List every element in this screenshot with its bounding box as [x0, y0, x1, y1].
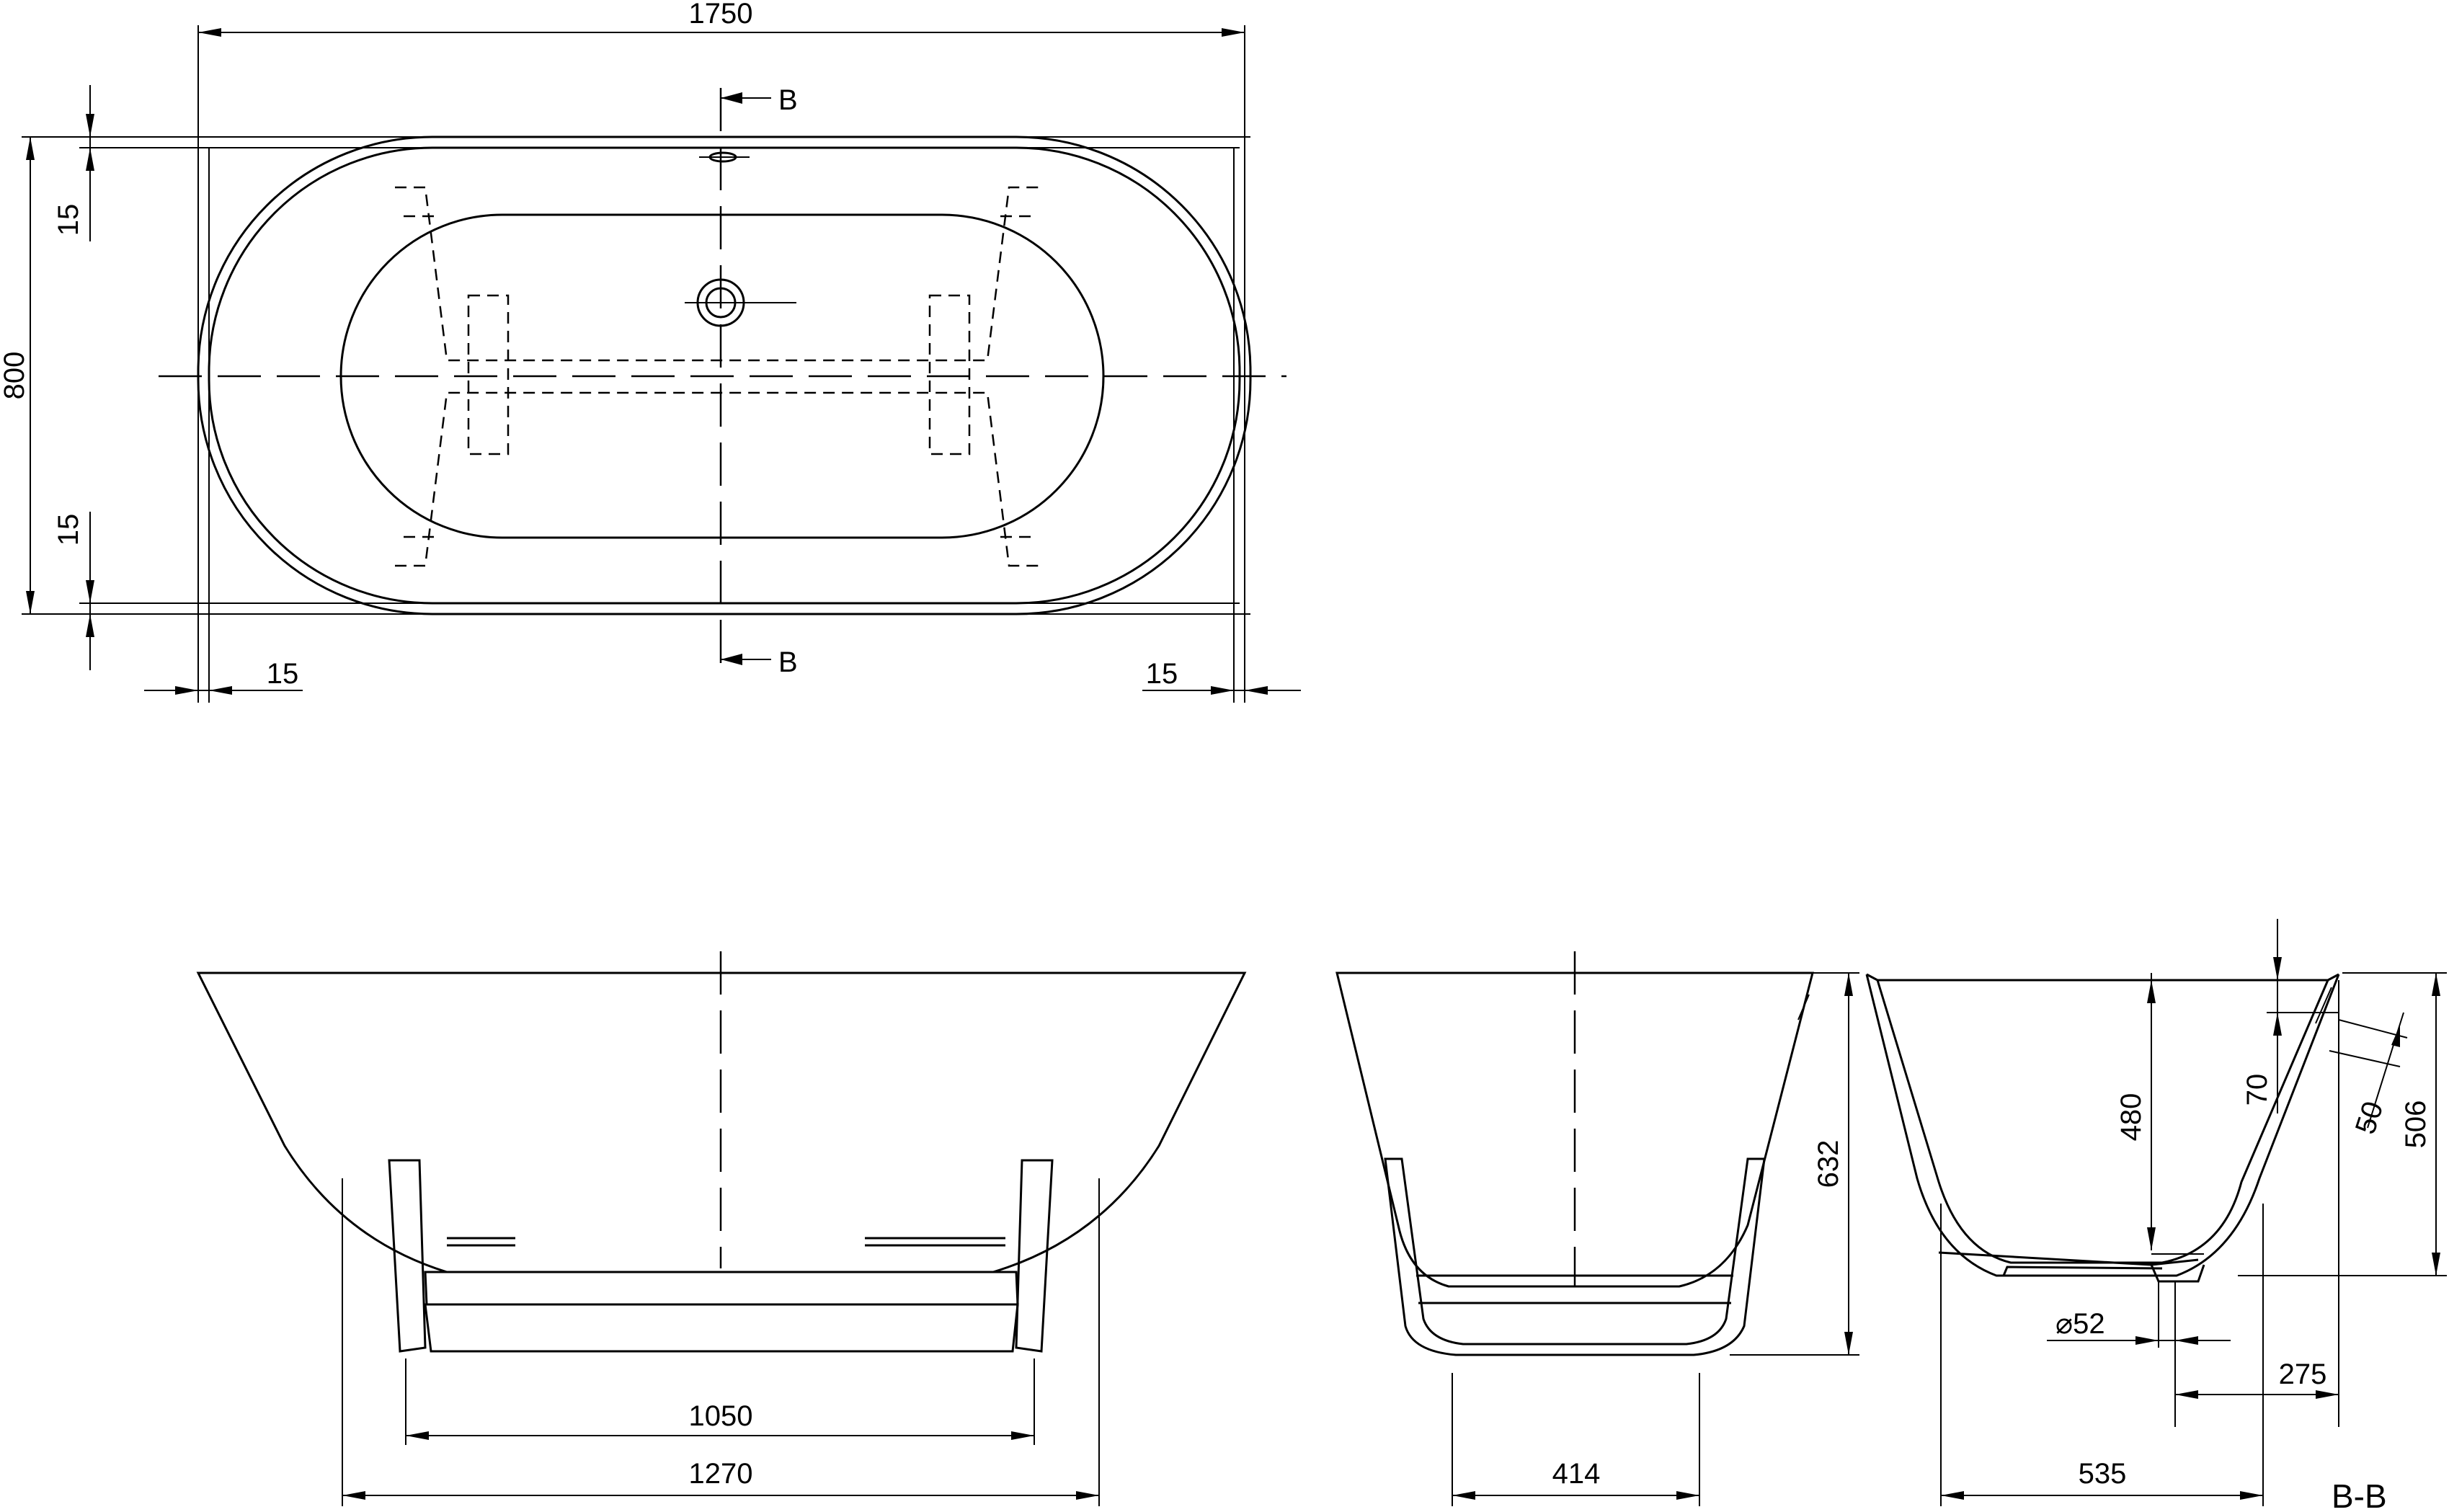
overflow-mark	[1797, 994, 1810, 1020]
section-label-top: B	[778, 84, 798, 116]
dim-label-inner-depth: 480	[2115, 1093, 2147, 1142]
dim-overflow-offset: 50	[2329, 1012, 2408, 1138]
drain-outlet	[2150, 1264, 2205, 1283]
left-support-foot	[388, 1159, 427, 1353]
section-label-bottom: B	[778, 646, 798, 678]
dim-label-rim-top: 15	[53, 204, 84, 236]
dim-label-overall-length: 1750	[689, 0, 753, 30]
section-mark-bottom: B	[721, 646, 798, 678]
support-frame-base	[424, 1303, 1019, 1353]
dim-label-overall-width: 800	[0, 352, 30, 400]
dim-drain-offset: 275	[2175, 980, 2339, 1427]
dim-label-rim-bottom: 15	[53, 514, 84, 546]
end-support-frame	[1384, 1157, 1766, 1356]
support-frame-hidden	[395, 186, 1039, 567]
support-frame-rail	[424, 1271, 1019, 1306]
dim-label-drain-offset: 275	[2279, 1358, 2327, 1390]
section-mark-top: B	[721, 84, 798, 116]
section-outer-wall	[1865, 974, 2340, 1277]
dim-section-base-width: 535	[1940, 1204, 2264, 1506]
dim-label-base-width: 414	[1552, 1458, 1601, 1490]
dim-rim-right: 15	[1142, 148, 1301, 703]
dim-label-section-base-width: 535	[2079, 1458, 2127, 1490]
dim-rim-bottom: 15	[53, 512, 1240, 670]
dim-support-inner: 1050	[405, 1358, 1035, 1445]
overflow-icon	[699, 151, 750, 163]
dim-drain-diameter: ⌀52	[2047, 1281, 2231, 1427]
dim-base-width: 414	[1452, 1373, 1700, 1506]
right-support-foot	[1015, 1159, 1054, 1353]
dim-label-drain-diameter: ⌀52	[2055, 1308, 2105, 1340]
dim-rim-top: 15	[53, 85, 1240, 241]
dim-overall-length: 1750	[197, 0, 1245, 703]
dim-label-overflow-height: 70	[2241, 1074, 2273, 1106]
section-floor	[1938, 1251, 2199, 1276]
dim-section-height: 506	[2238, 972, 2447, 1276]
dim-overflow-height: 70	[2241, 919, 2339, 1113]
dim-overall-width: 800	[0, 136, 1250, 615]
dim-label-section-height: 506	[2400, 1100, 2432, 1149]
dim-label-support-inner: 1050	[689, 1400, 753, 1432]
side-elevation-view: 1050 1270	[196, 951, 1247, 1506]
section-view: 480 70 50 506	[1865, 919, 2447, 1512]
section-view-title: B-B	[2332, 1477, 2387, 1512]
end-tub-body	[1335, 971, 1814, 1288]
dim-base-length: 1270	[342, 1178, 1100, 1506]
section-inner-wall	[1876, 979, 2329, 1264]
dim-rim-left: 15	[144, 148, 303, 703]
dim-label-rim-right: 15	[1146, 658, 1178, 690]
dim-label-base-length: 1270	[689, 1458, 753, 1490]
dim-inner-depth: 480	[2115, 973, 2156, 1250]
dim-label-rim-left: 15	[267, 658, 299, 690]
end-elevation-view: 632 414	[1335, 951, 1859, 1506]
plan-view: 1750 800 15 15	[0, 0, 1301, 703]
dim-label-overflow-offset: 50	[2350, 1098, 2390, 1138]
dim-label-height: 632	[1813, 1140, 1844, 1188]
dim-height: 632	[1730, 972, 1859, 1356]
drain-icon	[685, 278, 796, 327]
